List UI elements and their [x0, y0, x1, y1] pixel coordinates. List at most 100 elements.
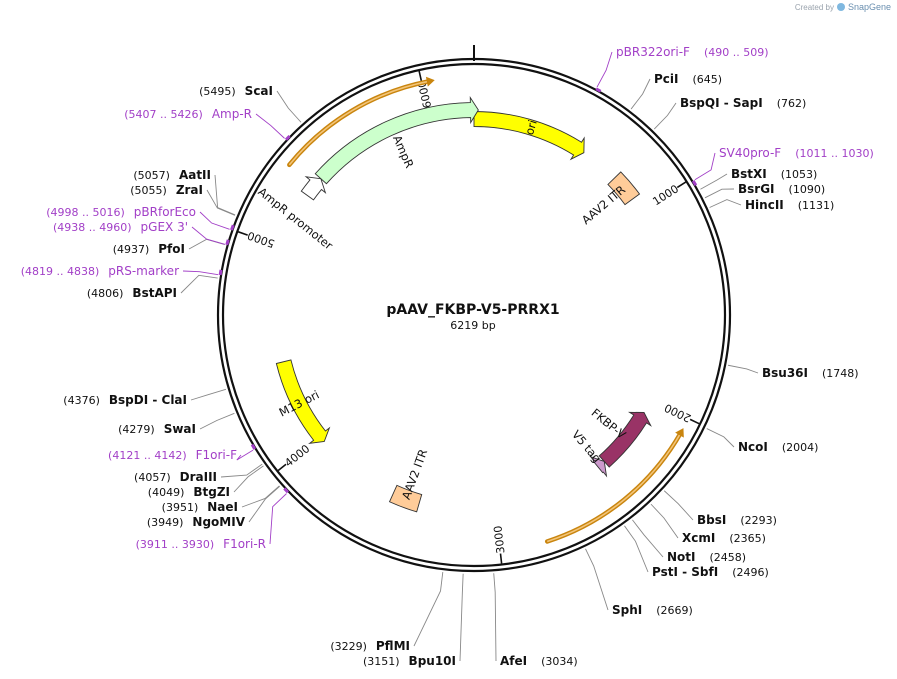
- leader-noti: [632, 519, 664, 558]
- orange-arc-head-2: [675, 428, 684, 438]
- primer-mark-f1ori-f: [250, 443, 257, 450]
- enzyme-label-ncoi: NcoI(2004): [738, 440, 818, 454]
- enzyme-label-xcmi: XcmI(2365): [682, 531, 766, 545]
- enzyme-label-bsrgi: BsrGI(1090): [738, 182, 825, 196]
- leader-prs-marker: [182, 270, 219, 276]
- enzyme-label-aatii: (5057)AatII: [133, 168, 211, 182]
- feature-label-ampr: AmpR: [390, 133, 417, 170]
- plasmid-name: pAAV_FKBP-V5-PRRX1: [386, 302, 559, 318]
- primer-label-sv40pro-f: SV40pro-F(1011 .. 1030): [719, 146, 874, 160]
- tick-1000: [676, 181, 687, 189]
- enzyme-label-swai: (4279)SwaI: [118, 422, 196, 436]
- leader-sv40pro-f: [694, 152, 716, 181]
- tick-3000: [499, 553, 503, 564]
- feature-ampr-promoter: [300, 176, 327, 201]
- tick-marks: 1000 2000 3000 4000 5000 6000: [237, 70, 700, 564]
- enzyme-label-hincii: HincII(1131): [745, 198, 834, 212]
- feature-label-aav2-itr-1: AAV2 ITR: [579, 183, 628, 228]
- feature-ori: [473, 111, 585, 161]
- tick-label-1000: 1000: [650, 182, 681, 208]
- feature-label-aav2-itr-2: AAV2 ITR: [399, 447, 430, 501]
- feature-fkbp-v: [598, 411, 652, 468]
- primer-mark-pgex-3: [225, 239, 230, 246]
- primer-label-f1ori-f: (4121 .. 4142)F1ori-F: [108, 448, 237, 462]
- feature-ampr: [314, 95, 479, 185]
- tick-label-5000: 5000: [246, 229, 277, 251]
- enzyme-label-btgzi: (4049)BtgZI: [148, 485, 230, 499]
- feature-aav2-itr-2: [388, 484, 423, 513]
- leader-bspdi-clai: [190, 388, 227, 401]
- leader-afei: [493, 573, 497, 662]
- leader-zrai: [206, 189, 236, 216]
- tick-label-3000: 3000: [491, 525, 507, 554]
- primer-label-pbrforeco: (4998 .. 5016)pBRforEco: [46, 205, 196, 219]
- primer-label-amp-r: (5407 .. 5426)Amp-R: [124, 107, 252, 121]
- feature-label-ori: ori: [522, 118, 540, 136]
- primer-mark-sv40pro-f: [691, 180, 698, 187]
- feature-v5-tag: [589, 455, 608, 478]
- enzyme-label-ngomiv: (3949)NgoMIV: [147, 515, 246, 529]
- tick-5000: [237, 231, 248, 236]
- leader-psti-sbfi: [624, 525, 649, 573]
- credit-text: Created by: [794, 2, 834, 12]
- primer-label-pbr322ori-f: pBR322ori-F(490 .. 509): [616, 45, 769, 59]
- leader-xcmi: [650, 503, 679, 539]
- tick-label-2000: 2000: [662, 401, 693, 425]
- tick-label-4000: 4000: [282, 442, 312, 470]
- leader-bstapi: [180, 274, 218, 294]
- snapgene-logo-icon: [836, 3, 845, 11]
- primer-mark-pbr322ori-f: [595, 87, 602, 93]
- enzyme-label-psti-sbfi: PstI - SbfI(2496): [652, 565, 769, 579]
- feature-m13-ori: [275, 359, 331, 444]
- enzyme-label-pflmi: (3229)PflMI: [330, 639, 410, 653]
- primer-mark-pbrforeco: [230, 224, 235, 231]
- backbone: [216, 45, 732, 573]
- site-labels: PciI(645)BspQI - SapI(762)BstXI(1053)Bsr…: [21, 45, 874, 668]
- feature-label-fkbp-v: FKBP-V: [589, 406, 629, 442]
- tick-4000: [277, 463, 287, 472]
- leader-pfoi: [188, 238, 225, 250]
- snapgene-credit: Created by SnapGene: [795, 2, 891, 12]
- enzyme-label-pfoi: (4937)PfoI: [113, 242, 185, 256]
- leader-pgex-3: [191, 226, 225, 245]
- enzyme-label-sphi: SphI(2669): [612, 603, 693, 617]
- enzyme-label-bstxi: BstXI(1053): [731, 167, 817, 181]
- plasmid-length: 6219 bp: [450, 319, 495, 332]
- enzyme-label-draiii: (4057)DraIII: [134, 470, 217, 484]
- leader-pflmi: [413, 572, 444, 647]
- enzyme-label-bsu36i: Bsu36I(1748): [762, 366, 859, 380]
- enzyme-label-scai: (5495)ScaI: [199, 84, 273, 98]
- leader-bstxi: [700, 173, 728, 190]
- enzyme-label-bstapi: (4806)BstAPI: [87, 286, 177, 300]
- backbone-inner-ring: [221, 62, 727, 568]
- leader-bsrgi: [704, 188, 735, 199]
- tick-6000: [418, 70, 423, 82]
- leader-pcii: [630, 78, 651, 110]
- leader-bspqi-sapi: [653, 102, 677, 130]
- tick-label-6000: 6000: [415, 79, 434, 109]
- leader-f1ori-f: [236, 449, 254, 461]
- credit-brand: SnapGene: [847, 2, 891, 12]
- leader-btgzi: [233, 465, 264, 493]
- leader-ncoi: [706, 428, 735, 448]
- primer-label-f1ori-r: (3911 .. 3930)F1ori-R: [136, 537, 266, 551]
- enzyme-label-noti: NotI(2458): [667, 550, 746, 564]
- orange-arc-head-1: [425, 76, 435, 87]
- enzyme-label-zrai: (5055)ZraI: [130, 183, 203, 197]
- enzyme-label-naei: (3951)NaeI: [162, 500, 238, 514]
- leader-hincii: [709, 199, 742, 208]
- leader-pbr322ori-f: [596, 51, 613, 88]
- leader-ngomiv: [248, 485, 281, 523]
- leader-bpu10i: [459, 573, 464, 662]
- leader-f1ori-r: [269, 493, 287, 545]
- leader-draiii: [220, 463, 263, 478]
- leader-pbrforeco: [199, 211, 230, 230]
- enzyme-label-bspqi-sapi: BspQI - SapI(762): [680, 96, 806, 110]
- primer-label-pgex-3: (4938 .. 4960)pGEX 3': [53, 220, 188, 234]
- feature-label-v5-tag: V5 tag: [569, 427, 604, 465]
- leader-naei: [241, 485, 280, 508]
- enzyme-label-bpu10i: (3151)Bpu10I: [363, 654, 456, 668]
- enzyme-label-bspdi-clai: (4376)BspDI - ClaI: [63, 393, 187, 407]
- orange-arc-highlight-1: [288, 80, 429, 166]
